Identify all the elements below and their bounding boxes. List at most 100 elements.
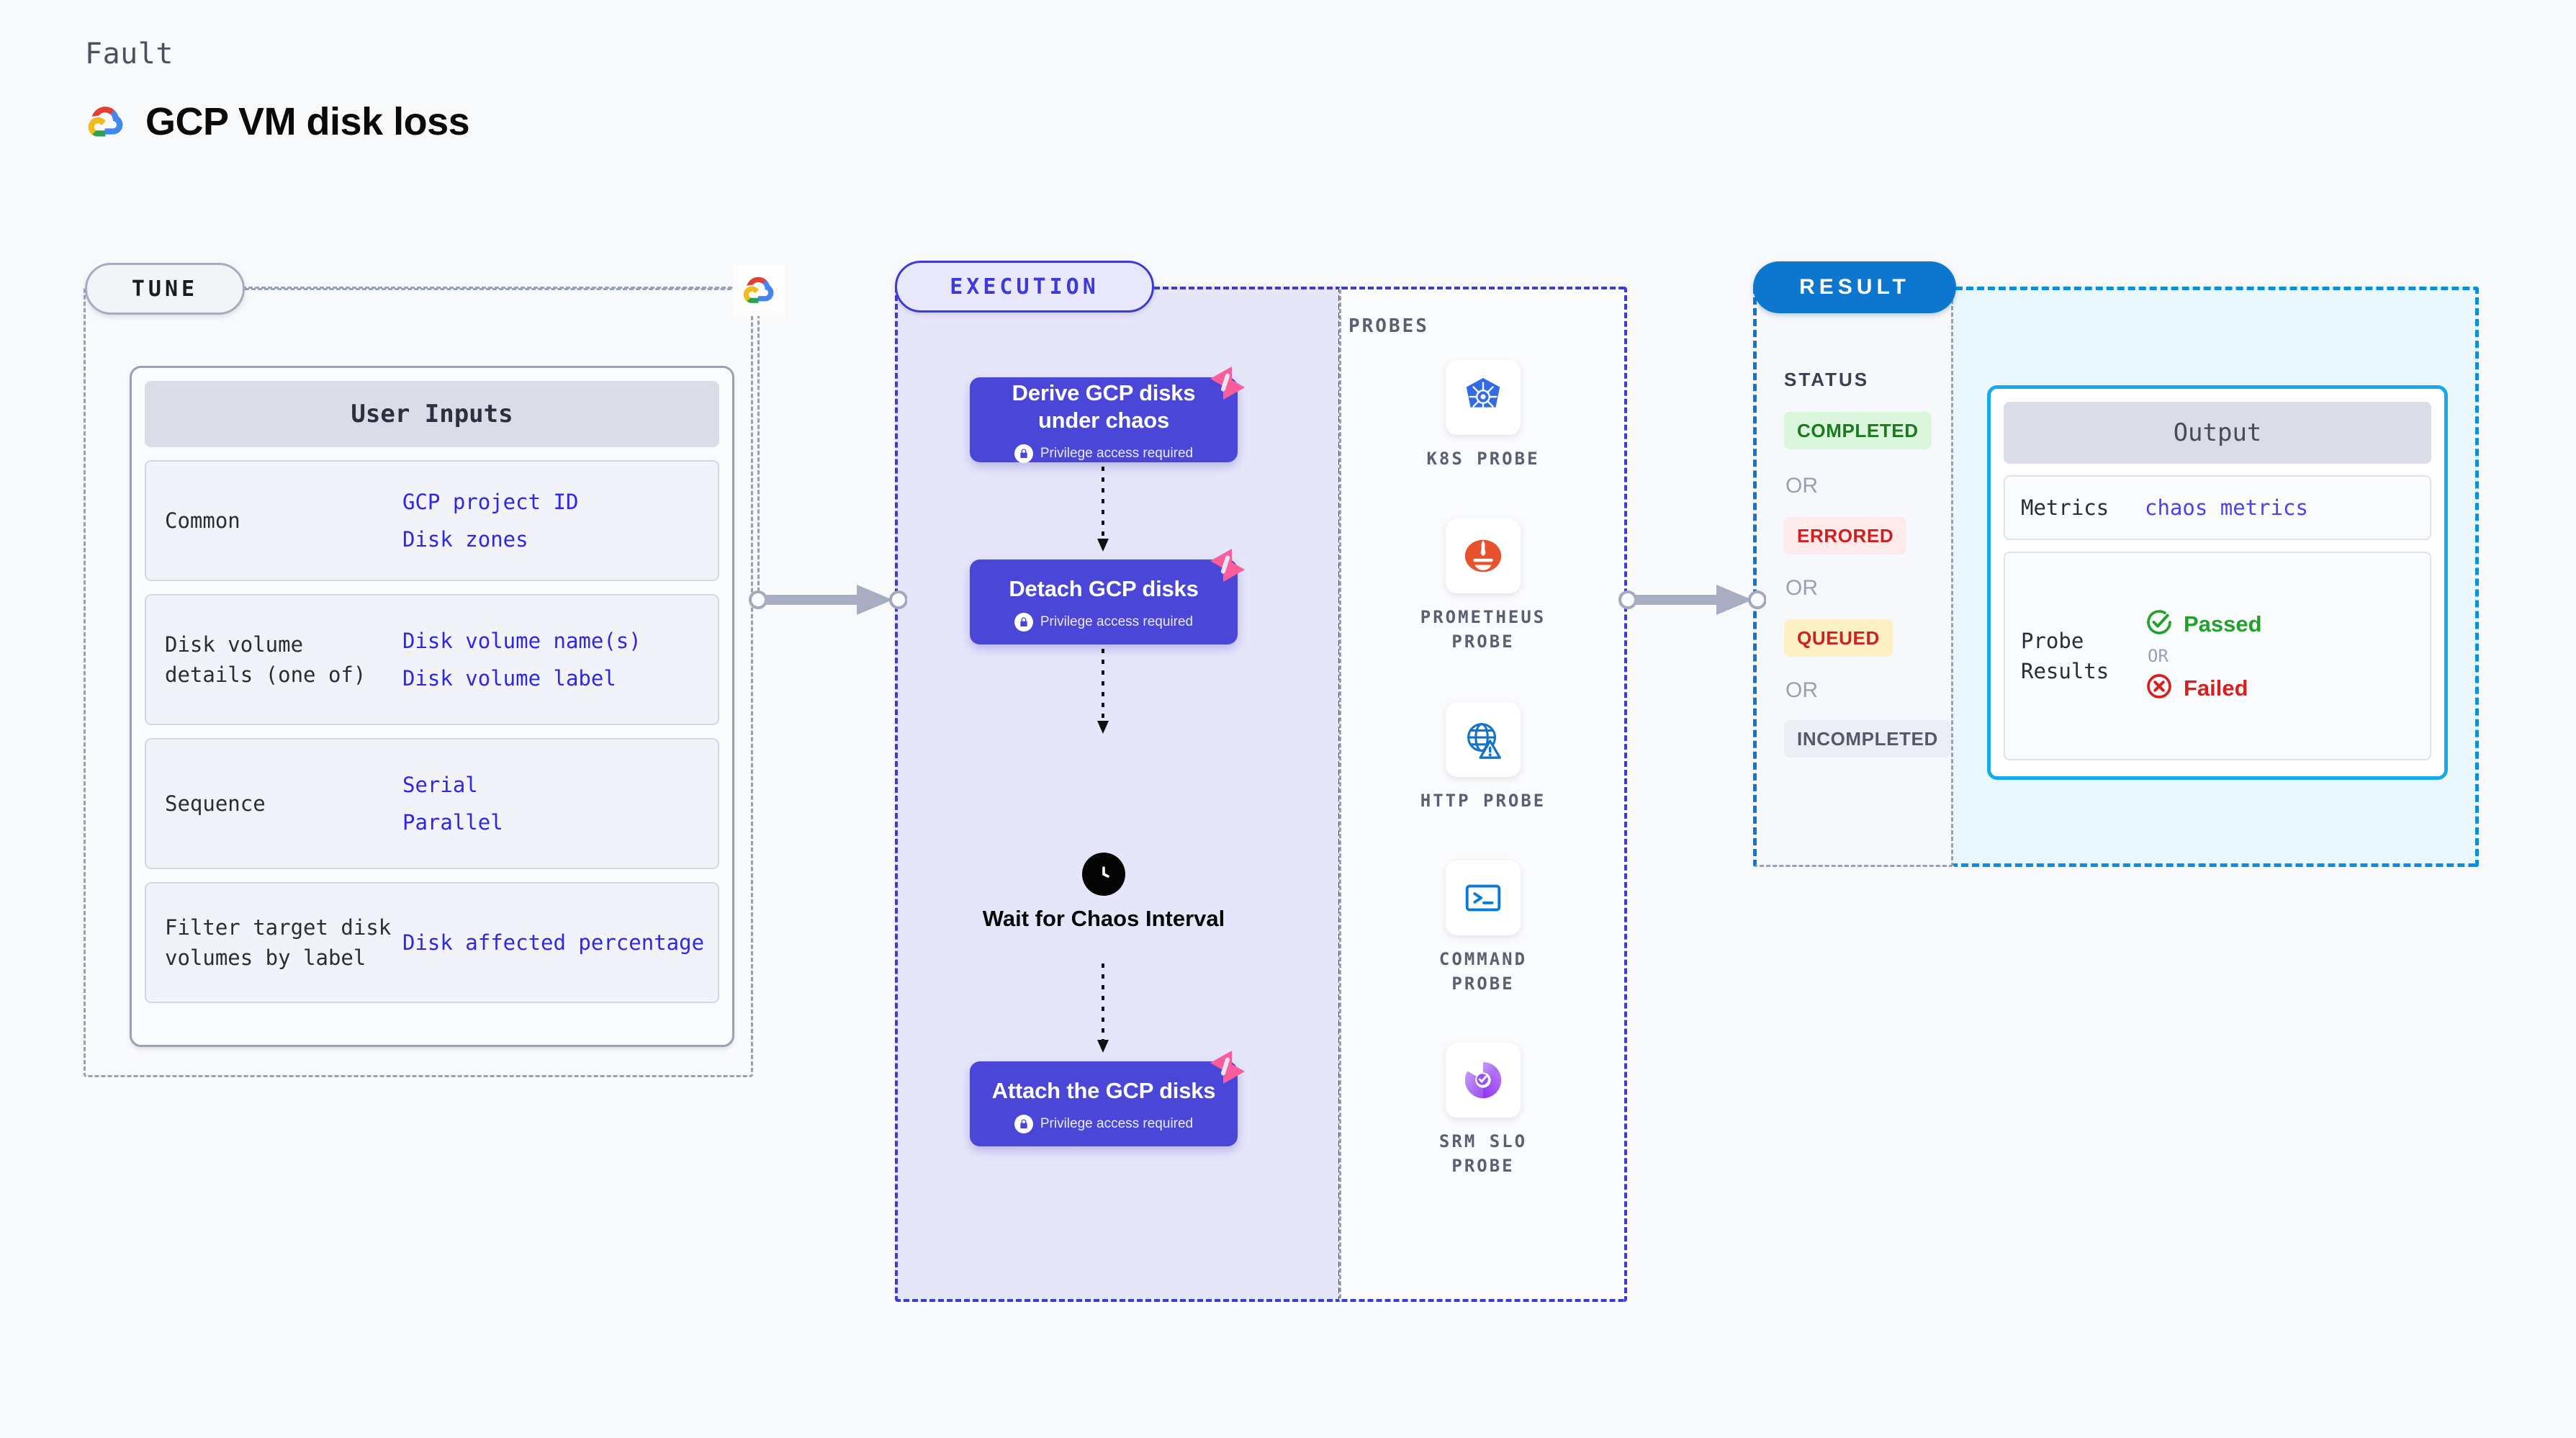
input-row-filter-target[interactable]: Filter target disk volumes by label Disk…: [145, 882, 719, 1003]
step-privilege-label: Privilege access required: [1040, 1116, 1194, 1131]
probes-panel: [1339, 287, 1627, 1302]
status-badge-incompleted: INCOMPLETED: [1784, 720, 1951, 758]
probe-label: COMMAND PROBE: [1438, 949, 1528, 994]
step-title: Detach GCP disks: [1009, 576, 1199, 601]
gcp-cloud-logo-icon-small: [733, 264, 785, 316]
result-pill[interactable]: RESULT: [1753, 261, 1956, 313]
step-privilege: Privilege access required: [1014, 444, 1193, 463]
check-circle-icon: [2145, 608, 2174, 640]
or-separator: OR: [2148, 646, 2169, 666]
probe-result-failed: Failed: [2145, 672, 2262, 704]
output-card: Output Metrics chaos metrics Probe Resul…: [1987, 385, 2448, 780]
input-value[interactable]: Serial: [402, 773, 478, 797]
input-value[interactable]: Disk affected percentage: [402, 930, 705, 955]
probe-label: K8S PROBE: [1426, 449, 1540, 469]
step-privilege: Privilege access required: [1014, 613, 1193, 632]
or-separator: OR: [1785, 576, 1818, 600]
input-row-values: GCP project ID Disk zones: [402, 488, 578, 553]
execution-step-detach[interactable]: Detach GCP disks Privilege access requir…: [970, 549, 1245, 644]
step-privilege-label: Privilege access required: [1040, 446, 1194, 461]
input-row-disk-volume-details[interactable]: Disk volume details (one of) Disk volume…: [145, 594, 719, 725]
litmus-chaos-icon: [1207, 1048, 1248, 1084]
arrow-execution-to-result: [1618, 583, 1766, 616]
input-row-label: Common: [165, 508, 240, 533]
output-row-label: Metrics: [2021, 495, 2109, 520]
execution-flow: Derive GCP disks under chaos Privilege a…: [895, 287, 1341, 1302]
probe-command[interactable]: COMMAND PROBE: [1411, 860, 1555, 996]
tune-pill[interactable]: TUNE: [85, 263, 245, 315]
probe-result-passed: Passed: [2145, 608, 2262, 640]
user-inputs-card: User Inputs Common GCP project ID Disk z…: [130, 366, 734, 1047]
probe-label: PROMETHEUS PROBE: [1420, 607, 1546, 652]
kubernetes-icon: [1446, 360, 1521, 435]
input-row-values: Serial Parallel: [402, 771, 503, 836]
step-title: Attach the GCP disks: [991, 1078, 1216, 1103]
output-row-label: Probe Results: [2021, 629, 2109, 683]
arrow-tune-to-execution: [749, 583, 907, 616]
probe-passed-label: Passed: [2184, 611, 2262, 637]
gcp-cloud-logo-icon: [84, 99, 128, 144]
input-value[interactable]: Disk volume name(s): [402, 629, 641, 653]
output-row-metrics[interactable]: Metrics chaos metrics: [2004, 475, 2431, 540]
step-title: Derive GCP disks under chaos: [1012, 380, 1196, 433]
user-inputs-title: User Inputs: [145, 381, 719, 447]
input-row-label: Disk volume details (one of): [165, 632, 366, 687]
terminal-icon: [1446, 860, 1521, 935]
status-badge-completed: COMPLETED: [1784, 412, 1932, 449]
lock-icon: [1014, 444, 1033, 463]
input-value[interactable]: GCP project ID: [402, 490, 579, 514]
tune-provider-vline: [757, 288, 760, 605]
clock-icon: [1082, 853, 1125, 896]
probe-srm-slo[interactable]: SRM SLO PROBE: [1411, 1043, 1555, 1178]
or-separator: OR: [1785, 678, 1818, 702]
http-globe-warning-icon: [1446, 702, 1521, 777]
status-title: STATUS: [1784, 369, 1870, 390]
step-privilege-label: Privilege access required: [1040, 614, 1194, 629]
output-metrics-value[interactable]: chaos metrics: [2145, 495, 2308, 520]
page-eyebrow: Fault: [85, 37, 174, 71]
flow-connector-3: [1097, 963, 1109, 1057]
lock-icon: [1014, 1115, 1033, 1133]
input-row-values: Disk affected percentage: [402, 929, 704, 956]
input-value[interactable]: Disk zones: [402, 527, 528, 552]
input-value[interactable]: Disk volume label: [402, 666, 616, 691]
execution-step-wait-for-chaos-interval[interactable]: Wait for Chaos Interval: [970, 853, 1238, 933]
input-value[interactable]: Parallel: [402, 810, 503, 835]
input-row-common[interactable]: Common GCP project ID Disk zones: [145, 460, 719, 581]
input-row-label: Filter target disk volumes by label: [165, 915, 392, 970]
probe-k8s[interactable]: K8S PROBE: [1411, 360, 1555, 471]
step-privilege: Privilege access required: [1014, 1115, 1193, 1133]
output-title: Output: [2004, 402, 2431, 464]
result-status-panel: [1753, 287, 1953, 867]
probe-result-values: Passed OR Failed: [2145, 608, 2262, 704]
flow-connector-1: [1097, 467, 1109, 556]
input-row-sequence[interactable]: Sequence Serial Parallel: [145, 738, 719, 869]
status-badge-errored: ERRORED: [1784, 517, 1907, 554]
execution-step-derive[interactable]: Derive GCP disks under chaos Privilege a…: [970, 367, 1245, 463]
execution-pill[interactable]: EXECUTION: [895, 261, 1154, 313]
prometheus-icon: [1446, 518, 1521, 593]
tune-connector-line: [245, 288, 757, 290]
litmus-chaos-icon: [1207, 547, 1248, 583]
status-badge-queued: QUEUED: [1784, 619, 1893, 657]
page-title: GCP VM disk loss: [145, 100, 470, 143]
probe-failed-label: Failed: [2184, 675, 2248, 701]
or-separator: OR: [1785, 474, 1818, 498]
output-row-probe-results[interactable]: Probe Results Passed OR: [2004, 552, 2431, 760]
x-circle-icon: [2145, 672, 2174, 704]
page-header: GCP VM disk loss: [84, 99, 470, 144]
litmus-chaos-icon: [1207, 364, 1248, 400]
wait-label: Wait for Chaos Interval: [982, 906, 1225, 931]
execution-step-attach[interactable]: Attach the GCP disks Privilege access re…: [970, 1051, 1245, 1146]
input-row-label: Sequence: [165, 791, 266, 816]
lock-icon: [1014, 613, 1033, 632]
probes-title: PROBES: [1348, 315, 1429, 337]
input-row-values: Disk volume name(s) Disk volume label: [402, 627, 641, 692]
probe-label: SRM SLO PROBE: [1438, 1131, 1528, 1176]
srm-slo-icon: [1446, 1043, 1521, 1118]
probe-prometheus[interactable]: PROMETHEUS PROBE: [1411, 518, 1555, 654]
probe-http[interactable]: HTTP PROBE: [1411, 702, 1555, 813]
tune-panel: [84, 287, 753, 1077]
probe-label: HTTP PROBE: [1420, 791, 1546, 811]
